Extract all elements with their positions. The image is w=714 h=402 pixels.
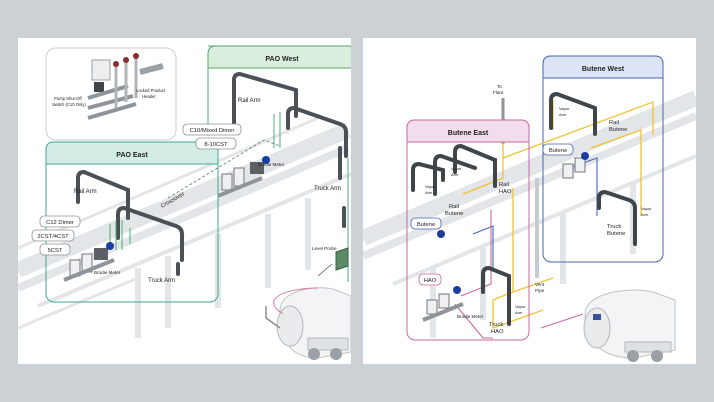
butene-east-arms <box>411 143 511 326</box>
butene-west-truck-butene-label-2: Butene <box>607 231 625 237</box>
tag-2cst-4cst <box>31 229 75 242</box>
butene-east-rail-hao-label-1: Rail <box>499 182 509 188</box>
hao-tag-text: HAO <box>424 278 437 284</box>
tag-c12-dimer-text: C12 Dimer <box>46 220 74 226</box>
vent-pipe-label-2: Pipe <box>535 288 545 293</box>
butene-west-tag-text: Butene <box>549 148 567 154</box>
butene-west-vapor-arm-b-label-1: Vapor <box>641 206 652 211</box>
butene-east-vapor-arm-c-label-1: Vapor <box>515 304 526 309</box>
butene-west-truck-butene-label-1: Truck <box>607 224 621 230</box>
pao-west-meters <box>217 156 270 198</box>
pao-diagram: Pump Shut-Off Switch (C10 Only) Locked P… <box>18 45 351 360</box>
pao-east-rail-arm <box>76 169 184 276</box>
butene-east-tag-text: Butene <box>417 222 435 228</box>
butene-east-brodie-meter-label: Brodie Meter <box>457 314 484 319</box>
butene-west-tag <box>542 143 574 156</box>
butene-west-header <box>542 55 664 79</box>
pao-loading-panel: Pump Shut-Off Switch (C10 Only) Locked P… <box>18 38 351 364</box>
butene-east-tag <box>410 217 442 230</box>
tag-c10-mixed-dimer <box>182 123 242 136</box>
butene-west-vapor-arm-label-1: Vapor <box>559 106 570 111</box>
pao-east-rail-arm-label: Rail Arm <box>74 189 97 195</box>
pump-shutoff-label-1: Pump Shut-Off <box>54 96 82 101</box>
pump-shutoff-label-2: Switch (C10 Only) <box>52 102 86 107</box>
butene-east-vapor-arm-a-label-2: Arm <box>451 172 459 177</box>
butene-hao-loading-panel: Butene West To Flare Vapor Arm Rail Bute… <box>363 38 696 364</box>
tanker-truck <box>583 289 676 362</box>
pao-east-brodie-meter-label: Brodie Meter <box>94 270 121 275</box>
butene-east-truck-hao-label-2: HAO <box>491 329 504 335</box>
butene-east-vapor-arm-b-label-2: Arm <box>425 190 433 195</box>
butene-east-vapor-arm-c-label-2: Arm <box>515 310 523 315</box>
pao-west-brodie-meter-label: Brodie Meter <box>258 162 285 167</box>
pao-west-rail-arm-label: Rail Arm <box>238 98 261 104</box>
butene-east-vapor-arm-a-label-1: Vapor <box>451 166 462 171</box>
tag-5cst-text: 5CST <box>48 248 63 254</box>
tag-8-10cst-text: 8-10CST <box>204 142 228 148</box>
to-flare-label-1: To <box>497 84 502 89</box>
pao-east-green-lines <box>109 220 131 250</box>
pao-east-truck-arm-label: Truck Arm <box>148 278 175 284</box>
tag-c12-dimer <box>39 215 81 228</box>
pao-east-title: PAO East <box>116 152 148 159</box>
butene-hao-diagram: Butene West To Flare Vapor Arm Rail Bute… <box>363 55 696 362</box>
butene-east-meters <box>422 230 464 322</box>
butene-west-rail-butene-label-2: Butene <box>609 127 627 133</box>
pao-west-truck-arm-label: Truck Arm <box>314 186 341 192</box>
pao-west-rail-arm <box>232 71 348 228</box>
butene-east-title: Butene East <box>448 130 489 137</box>
butene-east-vapor-arm-b-label-1: Vapor <box>425 184 436 189</box>
locked-header-illustration <box>87 53 164 120</box>
butene-east-rail-butene-label-2: Butene <box>445 211 463 217</box>
hao-tag <box>418 273 442 286</box>
butene-east-rail-butene-label-1: Rail <box>449 204 459 210</box>
level-probe <box>317 247 349 277</box>
pao-east-meters <box>63 242 115 282</box>
butene-west-rail-butene-label-1: Rail <box>609 120 619 126</box>
pao-west-green-lines <box>273 112 349 282</box>
vent-pipe <box>535 178 539 278</box>
inset-box <box>45 47 177 141</box>
butene-east-truck-hao-label-1: Truck <box>489 322 503 328</box>
butene-east-header <box>406 119 530 143</box>
locked-header-label-1: Locked Product <box>136 88 166 93</box>
butene-west-title: Butene West <box>582 66 625 73</box>
crossover-line <box>167 139 281 199</box>
tag-c10-mixed-dimer-text: C10/Mixed Dimer <box>190 128 235 134</box>
locked-header-label-2: Header <box>142 94 156 99</box>
butene-west-vapor-arm-label-2: Arm <box>559 112 567 117</box>
tag-2cst-4cst-text: 2CST/4CST <box>37 234 69 240</box>
butene-west-meter <box>562 152 589 179</box>
pao-west-title: PAO West <box>265 56 299 63</box>
hao-lines <box>454 210 584 339</box>
level-probe-label: Level Probe <box>312 246 337 251</box>
tanker-truck <box>265 287 351 360</box>
butene-east-rail-hao-label-2: HAO <box>499 189 512 195</box>
tag-8-10cst <box>195 137 237 150</box>
to-flare-label-2: Flare <box>493 90 504 95</box>
vent-pipe-label-1: Vent <box>535 282 545 287</box>
pao-west-header <box>207 45 351 69</box>
butene-west-vapor-arm-b-label-2: Arm <box>641 212 649 217</box>
tag-5cst <box>39 243 71 256</box>
butene-west-arms <box>549 91 637 246</box>
